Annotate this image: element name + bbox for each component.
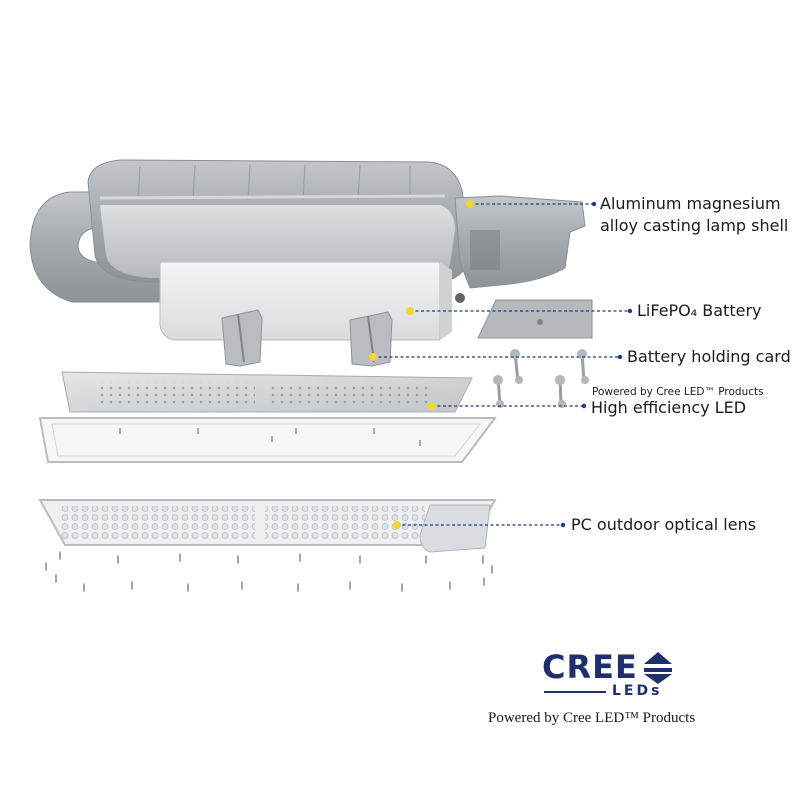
label-led: High efficiency LED [591, 397, 746, 419]
dot-lens [393, 521, 401, 529]
label-lens: PC outdoor optical lens [571, 514, 756, 536]
dot-holding-card [369, 353, 377, 361]
dot-led [428, 402, 436, 410]
led-board [62, 372, 472, 412]
leader-end-dots [561, 202, 632, 527]
dot-battery [406, 307, 414, 315]
screws [46, 552, 492, 591]
label-lamp-shell-line1: Aluminum magnesium [600, 193, 788, 215]
optical-lens [40, 500, 495, 552]
label-holding-card: Battery holding card [627, 346, 791, 368]
cree-wordmark: CREE [542, 648, 638, 686]
lifepo4-battery [160, 262, 452, 340]
bolts [498, 352, 584, 404]
label-lamp-shell: Aluminum magnesium alloy casting lamp sh… [600, 193, 788, 237]
cree-leds-text: LEDs [612, 683, 662, 699]
logo-tagline: Powered by Cree LED™ Products [488, 710, 695, 727]
lens-gasket-frame [40, 418, 495, 462]
dot-shell [466, 200, 474, 208]
cree-logo-mark [644, 652, 672, 684]
label-battery: LiFePO₄ Battery [637, 300, 762, 322]
label-lamp-shell-line2: alloy casting lamp shell [600, 215, 788, 237]
